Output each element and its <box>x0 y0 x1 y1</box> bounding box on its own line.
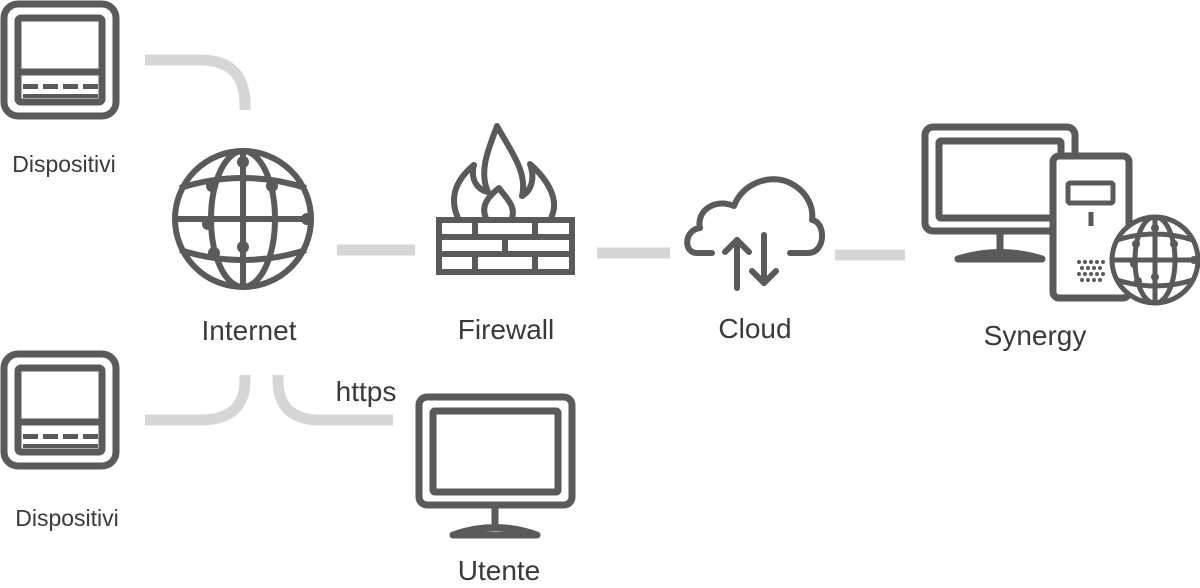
device-icon <box>0 0 120 120</box>
globe-icon <box>172 148 314 290</box>
synergy-label: Synergy <box>983 320 1087 351</box>
https-edge-label: https <box>335 376 397 407</box>
device-top-label: Dispositivi <box>12 151 116 177</box>
globe-icon <box>1109 214 1200 306</box>
firewall-icon <box>436 123 575 275</box>
connector-device-bottom-internet <box>145 375 251 426</box>
firewall-label: Firewall <box>457 314 555 345</box>
monitor-icon <box>415 393 576 539</box>
device-icon <box>0 350 120 470</box>
internet-label: Internet <box>201 315 297 346</box>
connectors <box>145 54 905 426</box>
connector-internet-user <box>272 375 393 426</box>
user-label: Utente <box>457 555 541 586</box>
server-workstation-icon <box>921 123 1200 306</box>
device-bottom-label: Dispositivi <box>15 505 119 531</box>
speaker-grille <box>1077 260 1105 282</box>
connector-device-top-internet <box>145 54 251 110</box>
cloud-sync-icon <box>684 176 825 291</box>
cloud-label: Cloud <box>718 313 792 344</box>
